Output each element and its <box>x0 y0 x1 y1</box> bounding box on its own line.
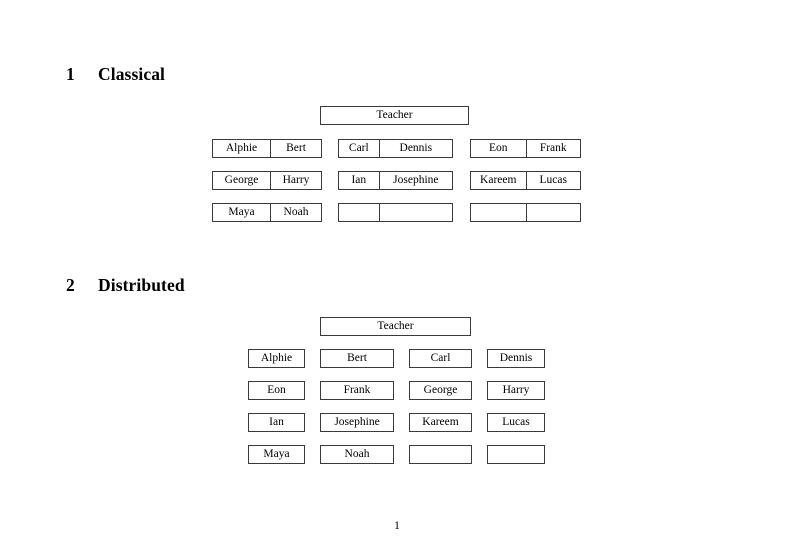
section-number: 1 <box>66 64 75 84</box>
classical-cell[interactable]: Ian <box>351 174 367 186</box>
section-title: Distributed <box>98 275 185 295</box>
classical-cell[interactable]: Dennis <box>378 140 452 157</box>
classical-group[interactable]: Kareem Lucas <box>470 171 581 190</box>
distributed-box[interactable]: Carl <box>409 349 472 368</box>
page-number: 1 <box>394 520 400 532</box>
distributed-box[interactable]: Bert <box>320 349 394 368</box>
classical-teacher-box[interactable]: Teacher <box>320 106 469 125</box>
classical-cell-empty[interactable] <box>471 204 526 221</box>
distributed-box[interactable]: Maya <box>248 445 305 464</box>
classical-cell[interactable]: Frank <box>525 140 581 157</box>
classical-group[interactable] <box>338 203 453 222</box>
distributed-box[interactable]: Eon <box>248 381 305 400</box>
section-heading-distributed: 2 Distributed <box>66 275 185 296</box>
classical-group[interactable]: Maya Noah <box>212 203 322 222</box>
classical-cell[interactable]: Noah <box>270 204 321 221</box>
distributed-box[interactable]: Noah <box>320 445 394 464</box>
classical-cell[interactable]: Bert <box>270 140 321 157</box>
classical-group[interactable]: Carl Dennis <box>338 139 453 158</box>
classical-teacher-label: Teacher <box>376 109 413 121</box>
classical-group[interactable]: Eon Frank <box>470 139 581 158</box>
classical-group[interactable]: Alphie Bert <box>212 139 322 158</box>
classical-cell-empty[interactable] <box>525 204 581 221</box>
classical-group[interactable]: George Harry <box>212 171 322 190</box>
classical-cell[interactable]: Kareem <box>480 174 517 186</box>
classical-cell-empty[interactable] <box>339 204 379 221</box>
distributed-box[interactable]: Kareem <box>409 413 472 432</box>
distributed-teacher-label: Teacher <box>377 320 414 332</box>
section-number: 2 <box>66 275 75 295</box>
distributed-box[interactable]: Alphie <box>248 349 305 368</box>
classical-cell[interactable]: Eon <box>488 142 508 154</box>
classical-cell[interactable]: Maya <box>228 206 255 218</box>
distributed-box[interactable]: Ian <box>248 413 305 432</box>
classical-cell[interactable]: Harry <box>270 172 321 189</box>
distributed-teacher-box[interactable]: Teacher <box>320 317 471 336</box>
classical-cell[interactable]: Josephine <box>378 172 452 189</box>
classical-cell-empty[interactable] <box>378 204 452 221</box>
classical-cell[interactable]: Alphie <box>225 142 258 154</box>
distributed-box[interactable]: Harry <box>487 381 545 400</box>
distributed-box[interactable]: Lucas <box>487 413 545 432</box>
distributed-box[interactable]: Frank <box>320 381 394 400</box>
distributed-box-empty[interactable] <box>409 445 472 464</box>
distributed-box[interactable]: Josephine <box>320 413 394 432</box>
section-heading-classical: 1 Classical <box>66 64 165 85</box>
distributed-box-empty[interactable] <box>487 445 545 464</box>
distributed-box[interactable]: Dennis <box>487 349 545 368</box>
section-title: Classical <box>98 64 166 84</box>
classical-cell[interactable]: George <box>224 174 259 186</box>
distributed-box[interactable]: George <box>409 381 472 400</box>
classical-cell[interactable]: Carl <box>348 142 369 154</box>
classical-group[interactable] <box>470 203 581 222</box>
classical-group[interactable]: Ian Josephine <box>338 171 453 190</box>
classical-cell[interactable]: Lucas <box>525 172 581 189</box>
